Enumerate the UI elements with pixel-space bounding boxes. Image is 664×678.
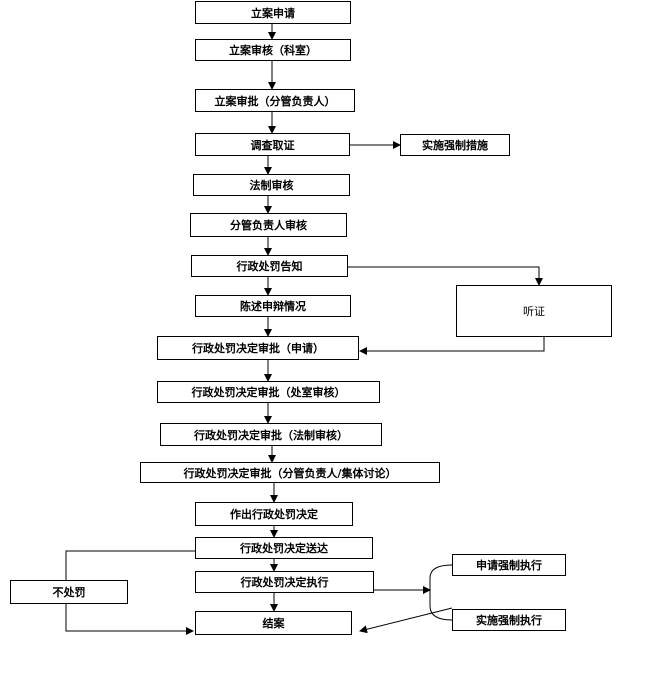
- node-n13: 行政处罚决定审批（法制审核）: [160, 423, 382, 446]
- node-n19: 申请强制执行: [452, 554, 566, 576]
- node-n21: 结案: [195, 611, 352, 635]
- node-n04: 调查取证: [195, 133, 350, 156]
- node-n12: 行政处罚决定审批（处室审核）: [157, 381, 380, 403]
- node-n14: 行政处罚决定审批（分管负责人/集体讨论）: [140, 462, 440, 483]
- node-n01: 立案申请: [195, 1, 351, 24]
- node-n20: 实施强制执行: [452, 609, 566, 631]
- node-n09: 听证: [456, 285, 612, 337]
- brace-n19-n20: [429, 564, 453, 621]
- node-n07: 分管负责人审核: [190, 213, 347, 237]
- node-n10: 陈述申辩情况: [195, 295, 351, 317]
- arrow-n09-n11: [359, 337, 545, 355]
- node-n17: 行政处罚决定执行: [195, 571, 374, 593]
- node-n03: 立案审批（分管负责人）: [195, 89, 355, 112]
- node-n06: 法制审核: [193, 174, 350, 196]
- node-n05: 实施强制措施: [400, 134, 510, 156]
- node-n08: 行政处罚告知: [191, 255, 348, 277]
- arrow-n08-n09: [348, 266, 543, 286]
- line-n16-n18: [65, 550, 195, 580]
- node-n16: 行政处罚决定送达: [195, 537, 373, 559]
- node-n02: 立案审核（科室）: [195, 39, 351, 61]
- arrow-n18-n21: [65, 604, 194, 635]
- node-n18: 不处罚: [10, 580, 128, 604]
- node-n11: 行政处罚决定审批（申请）: [157, 336, 359, 360]
- arrow-n20-n21: [359, 607, 453, 634]
- node-n15: 作出行政处罚决定: [195, 502, 353, 526]
